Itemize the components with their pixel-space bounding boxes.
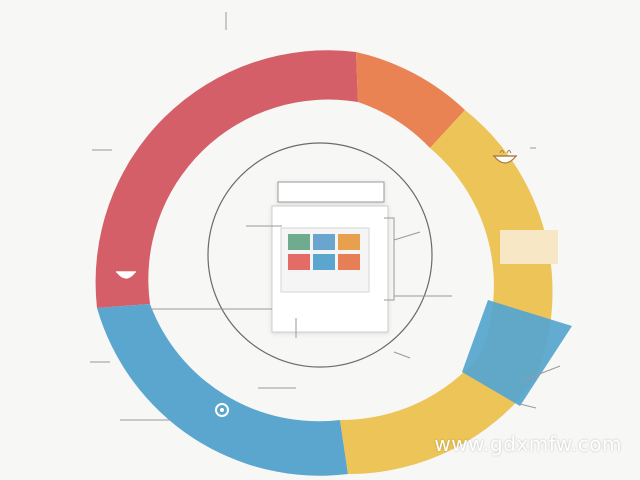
ring-segment-blue	[97, 304, 348, 476]
outer-ring	[95, 50, 572, 476]
ring-segment-red	[95, 50, 358, 308]
center-card-tile	[288, 234, 310, 250]
center-card-tiles	[288, 234, 360, 270]
bowl-icon	[492, 150, 518, 164]
bowl-icon	[115, 271, 137, 279]
center-card-tile	[313, 234, 335, 250]
ring-highlight-block	[500, 230, 558, 264]
connector-lines	[90, 12, 561, 421]
center-card-tile	[288, 254, 310, 270]
watermark: www.gdxmfw.com	[434, 432, 622, 456]
gear-icon	[215, 403, 229, 417]
ring-segment-orange	[356, 52, 465, 148]
ring-pointer-blue	[462, 300, 572, 406]
center-card-tile	[313, 254, 335, 270]
center-card-tile	[338, 234, 360, 250]
center-card-tile	[338, 254, 360, 270]
inner-circle	[207, 142, 433, 368]
